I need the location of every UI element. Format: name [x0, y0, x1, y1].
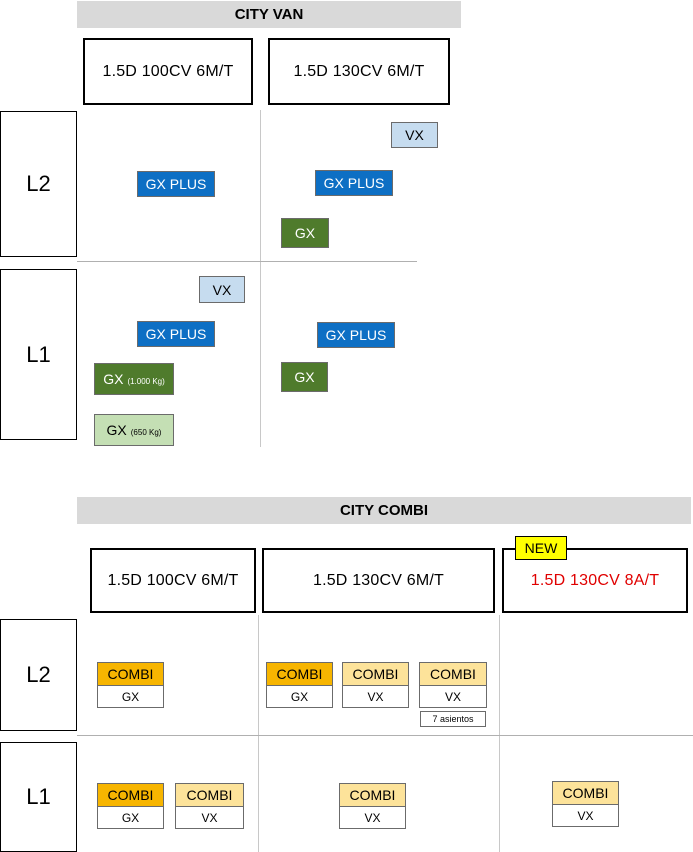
van-column-divider [260, 110, 261, 447]
combi-column-divider-2 [499, 615, 500, 852]
combi-l1-130-vx: COMBI VX [339, 783, 406, 829]
trim-label: VX [175, 807, 244, 829]
combi-engine-130cv-6mt: 1.5D 130CV 6M/T [262, 548, 495, 613]
new-badge: NEW [515, 536, 567, 560]
city-van-banner: CITY VAN [77, 1, 461, 28]
van-l2-130-gx-plus: GX PLUS [315, 170, 393, 196]
van-row-divider [77, 261, 417, 262]
trim-label: GX [266, 686, 333, 708]
gx-label: GX [106, 422, 127, 438]
combi-label: COMBI [266, 662, 333, 686]
payload-note: (650 Kg) [130, 427, 162, 437]
seats-note: 7 asientos [420, 711, 486, 727]
van-l1-100-gx-650kg: GX (650 Kg) [94, 414, 174, 446]
combi-label: COMBI [175, 783, 244, 807]
trim-label: GX [97, 686, 164, 708]
combi-label: COMBI [339, 783, 406, 807]
payload-note: (1.000 Kg) [127, 376, 165, 386]
combi-label: COMBI [97, 662, 164, 686]
combi-l1-8at-vx: COMBI VX [552, 781, 619, 827]
van-engine-100cv-6mt: 1.5D 100CV 6M/T [83, 38, 253, 105]
trim-label: VX [339, 807, 406, 829]
trim-label: VX [552, 805, 619, 827]
trim-label: GX [97, 807, 164, 829]
combi-label: COMBI [419, 662, 487, 686]
gx-label: GX [103, 371, 124, 387]
van-l1-130-gx: GX [281, 362, 328, 392]
van-row-l1: L1 [0, 269, 77, 440]
van-l2-130-gx: GX [281, 218, 329, 248]
combi-l1-100-vx: COMBI VX [175, 783, 244, 829]
city-combi-banner: CITY COMBI [77, 497, 691, 524]
van-l2-130-vx: VX [391, 122, 438, 148]
combi-label: COMBI [342, 662, 409, 686]
combi-row-l2: L2 [0, 619, 77, 731]
combi-l2-130-gx: COMBI GX [266, 662, 333, 708]
combi-l2-100-gx: COMBI GX [97, 662, 164, 708]
combi-column-divider-1 [258, 615, 259, 852]
combi-l1-100-gx: COMBI GX [97, 783, 164, 829]
combi-row-l1: L1 [0, 742, 77, 852]
van-l1-130-gx-plus: GX PLUS [317, 322, 395, 348]
van-l1-100-gx-plus: GX PLUS [137, 321, 215, 347]
combi-label: COMBI [97, 783, 164, 807]
van-row-l2: L2 [0, 111, 77, 257]
van-l1-100-gx-1000kg: GX (1.000 Kg) [94, 363, 174, 395]
combi-l2-130-vx-7-seats: COMBI VX [419, 662, 487, 708]
van-l2-100-gx-plus: GX PLUS [137, 171, 215, 197]
trim-label: VX [342, 686, 409, 708]
combi-label: COMBI [552, 781, 619, 805]
combi-row-divider [77, 735, 693, 736]
combi-engine-100cv-6mt: 1.5D 100CV 6M/T [90, 548, 256, 613]
combi-l2-130-vx: COMBI VX [342, 662, 409, 708]
combi-engine-130cv-8at: 1.5D 130CV 8A/T [502, 548, 688, 613]
trim-label: VX [419, 686, 487, 708]
van-engine-130cv-6mt: 1.5D 130CV 6M/T [268, 38, 450, 105]
van-l1-100-vx: VX [199, 276, 245, 303]
